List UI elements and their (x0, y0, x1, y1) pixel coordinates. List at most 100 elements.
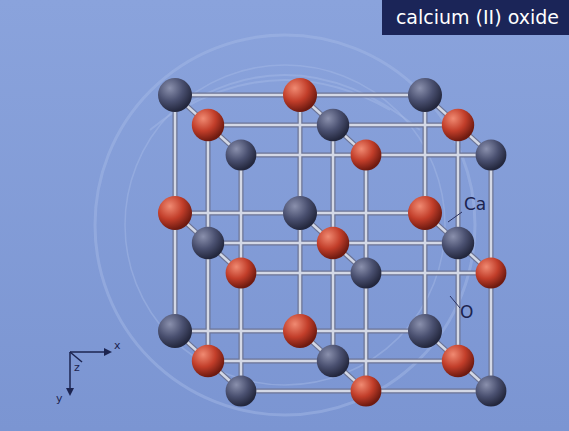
bond-stick (241, 390, 366, 393)
bond-stick-edge (366, 153, 491, 158)
calcium-atom (283, 196, 317, 230)
calcium-atom (476, 140, 507, 171)
oxygen-atom (192, 109, 224, 141)
bond-stick-edge (366, 389, 491, 394)
bond-stick (332, 125, 335, 243)
bond-stick-edge (175, 93, 300, 98)
bond-stick-edge (366, 271, 491, 276)
bond-stick-edge (489, 155, 494, 273)
calcium-atom (317, 109, 349, 141)
bond-stick-edge (206, 243, 211, 361)
bond-stick (333, 360, 458, 363)
bond-stick (300, 94, 425, 97)
bond-stick (207, 125, 210, 243)
bond-stick (300, 330, 425, 333)
bond-stick-edge (208, 123, 333, 128)
bond-stick (208, 124, 333, 127)
oxygen-atom (351, 376, 382, 407)
bond-stick (175, 330, 300, 333)
oxygen-atom (158, 196, 192, 230)
bond-stick-edge (333, 359, 458, 364)
element-label: Ca (464, 196, 486, 213)
leader-lines (448, 212, 462, 308)
bond-stick-edge (300, 93, 425, 98)
bond-stick-edge (208, 241, 333, 246)
calcium-atom (476, 376, 507, 407)
bond-stick-edge (241, 389, 366, 394)
bond-stick-edge (456, 125, 461, 243)
oxygen-atom (476, 258, 507, 289)
calcium-atom (317, 345, 349, 377)
atoms (158, 78, 506, 406)
oxygen-atom (283, 314, 317, 348)
bond-stick-edge (241, 153, 366, 158)
bond-stick (366, 154, 491, 157)
bond-stick (333, 242, 458, 245)
calcium-atom (158, 314, 192, 348)
bond-stick (299, 95, 302, 213)
bond-stick (208, 242, 333, 245)
bond-stick (174, 95, 177, 213)
bond-stick-edge (331, 125, 336, 243)
bond-stick (208, 360, 333, 363)
bond-stick-edge (300, 329, 425, 334)
bond-stick-edge (456, 243, 461, 361)
axis-label: x (114, 340, 121, 351)
bond-stick (457, 243, 460, 361)
bond-stick (366, 272, 491, 275)
oxygen-atom (226, 258, 257, 289)
bond-stick-edge (300, 211, 425, 216)
bond-stick-edge (333, 123, 458, 128)
bond-stick-edge (173, 95, 178, 213)
bond-stick (174, 213, 177, 331)
oxygen-atom (408, 196, 442, 230)
bond-stick (490, 155, 493, 273)
bond-stick (332, 243, 335, 361)
axis-triad (66, 348, 112, 396)
oxygen-atom (192, 345, 224, 377)
bond-stick-edge (241, 271, 366, 276)
bond-stick-edge (175, 211, 300, 216)
bond-stick-edge (173, 213, 178, 331)
bond-stick (175, 212, 300, 215)
bond-stick-edge (208, 359, 333, 364)
bond-stick (207, 243, 210, 361)
bond-stick (366, 390, 491, 393)
oxygen-atom (442, 345, 474, 377)
bond-stick-edge (331, 243, 336, 361)
bond-stick-edge (206, 125, 211, 243)
bond-stick (175, 94, 300, 97)
bond-stick-edge (489, 273, 494, 391)
bond-stick-edge (333, 241, 458, 246)
calcium-atom (192, 227, 224, 259)
bond-sticks (175, 95, 491, 391)
oxygen-atom (283, 78, 317, 112)
calcium-atom (408, 314, 442, 348)
bond-stick (424, 95, 427, 213)
axis-label: z (74, 362, 80, 373)
bond-stick-edge (175, 329, 300, 334)
oxygen-atom (351, 140, 382, 171)
title-banner: calcium (II) oxide (382, 0, 569, 35)
bond-stick (299, 213, 302, 331)
calcium-atom (442, 227, 474, 259)
bond-stick (241, 154, 366, 157)
bond-stick (333, 124, 458, 127)
axis-label: y (56, 393, 63, 404)
calcium-atom (351, 258, 382, 289)
watermark-seal (95, 35, 475, 415)
calcium-atom (408, 78, 442, 112)
bond-stick (490, 273, 493, 391)
bond-stick (241, 272, 366, 275)
calcium-atom (226, 140, 257, 171)
bond-stick (457, 125, 460, 243)
bond-stick (424, 213, 427, 331)
calcium-atom (158, 78, 192, 112)
calcium-atom (226, 376, 257, 407)
element-label: O (460, 304, 473, 321)
bond-stick (300, 212, 425, 215)
oxygen-atom (317, 227, 349, 259)
oxygen-atom (442, 109, 474, 141)
